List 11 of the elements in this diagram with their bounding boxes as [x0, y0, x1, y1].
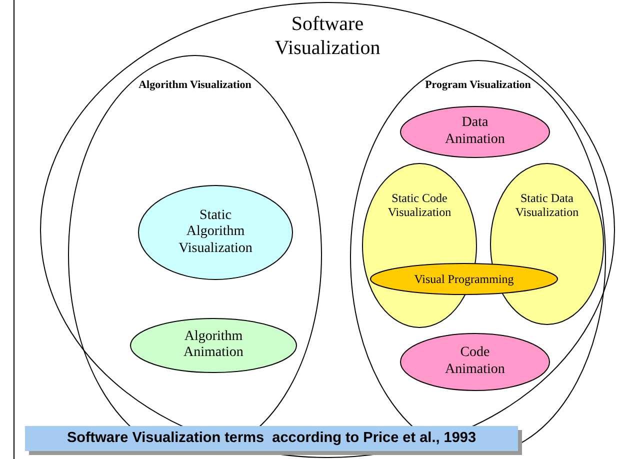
term-label: Static Algorithm Visualization: [178, 208, 254, 258]
term-label: Data Animation: [444, 115, 506, 149]
title-heading: Software Visualization: [274, 12, 382, 60]
term-label: Static Data Visualization: [514, 191, 580, 220]
term-label: Algorithm Animation: [182, 328, 244, 362]
group-heading: Algorithm Visualization: [138, 79, 252, 92]
term-label: Static Code Visualization: [386, 191, 452, 220]
caption-banner: Software Visualization terms according to Price et al., 1993: [25, 426, 518, 451]
term-label: Visual Programming: [413, 272, 515, 286]
term-label: Code Animation: [444, 345, 506, 379]
group-heading: Program Visualization: [424, 79, 532, 92]
